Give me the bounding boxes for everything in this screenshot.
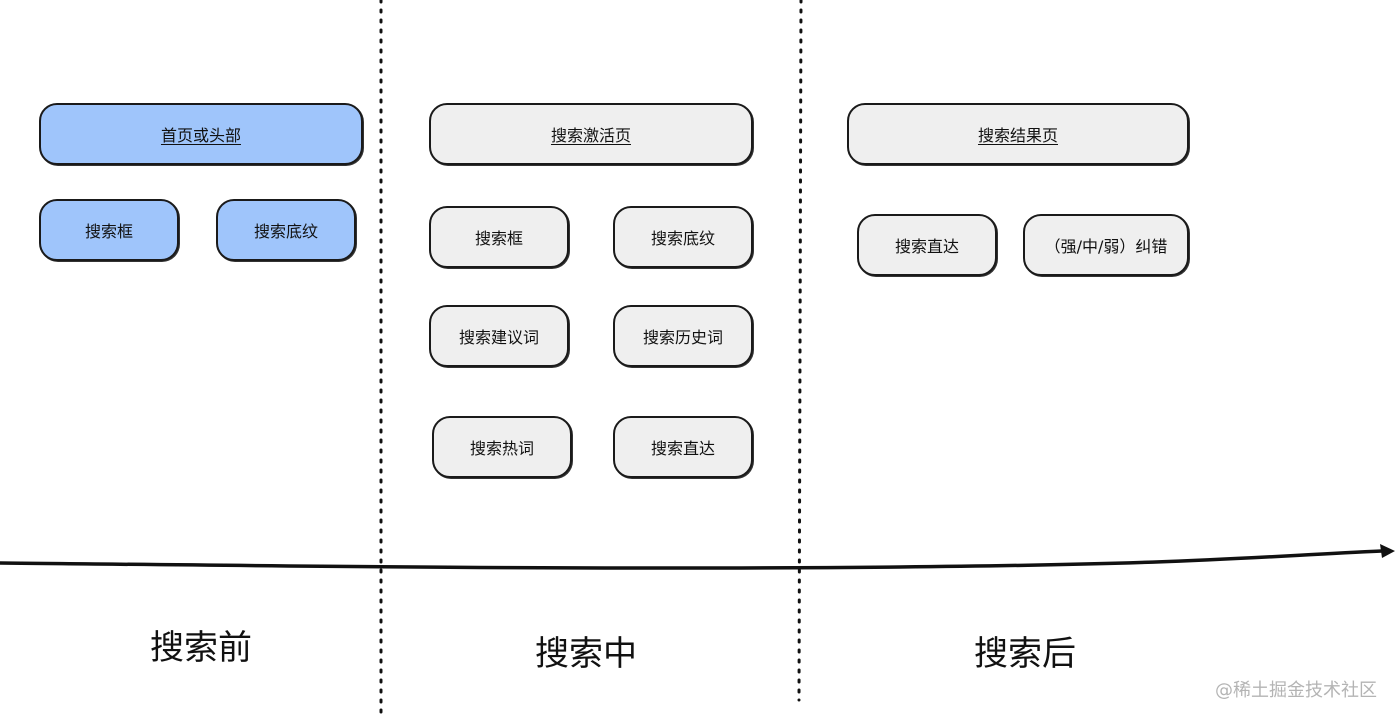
item-box-after-2: （强/中/弱）纠错 [1023,214,1189,276]
phase-label-after: 搜索后 [974,634,1076,674]
divider-during-after [797,0,803,702]
timeline-arrow-line [0,549,1383,570]
item-box-before-2: 搜索底纹 [216,199,356,261]
header-box-after: 搜索结果页 [847,103,1189,165]
item-label: 搜索历史词 [642,328,723,347]
header-box-before: 首页或头部 [39,103,363,165]
item-label: 搜索框 [84,222,133,241]
item-box-before-1: 搜索框 [39,199,179,261]
item-box-during-2: 搜索底纹 [613,206,753,268]
item-label: 搜索热词 [469,439,534,458]
item-box-during-5: 搜索热词 [432,416,572,478]
phase-label-before: 搜索前 [150,628,252,668]
phase-label-during: 搜索中 [535,634,637,674]
header-box-before-label: 首页或头部 [160,126,241,145]
item-box-during-4: 搜索历史词 [613,305,753,367]
item-label: （强/中/弱）纠错 [1044,237,1168,256]
timeline-arrowhead [1380,544,1395,558]
item-box-after-1: 搜索直达 [857,214,997,276]
item-label: 搜索直达 [894,237,959,256]
item-box-during-6: 搜索直达 [613,416,753,478]
item-label: 搜索框 [474,229,523,248]
header-box-during: 搜索激活页 [429,103,753,165]
item-box-during-3: 搜索建议词 [429,305,569,367]
item-label: 搜索底纹 [650,229,715,248]
header-box-after-label: 搜索结果页 [977,126,1058,145]
item-label: 搜索底纹 [253,222,318,241]
item-box-during-1: 搜索框 [429,206,569,268]
item-label: 搜索直达 [650,439,715,458]
watermark: @稀土掘金技术社区 [1215,680,1377,701]
item-label: 搜索建议词 [458,328,539,347]
header-box-during-label: 搜索激活页 [550,126,631,145]
